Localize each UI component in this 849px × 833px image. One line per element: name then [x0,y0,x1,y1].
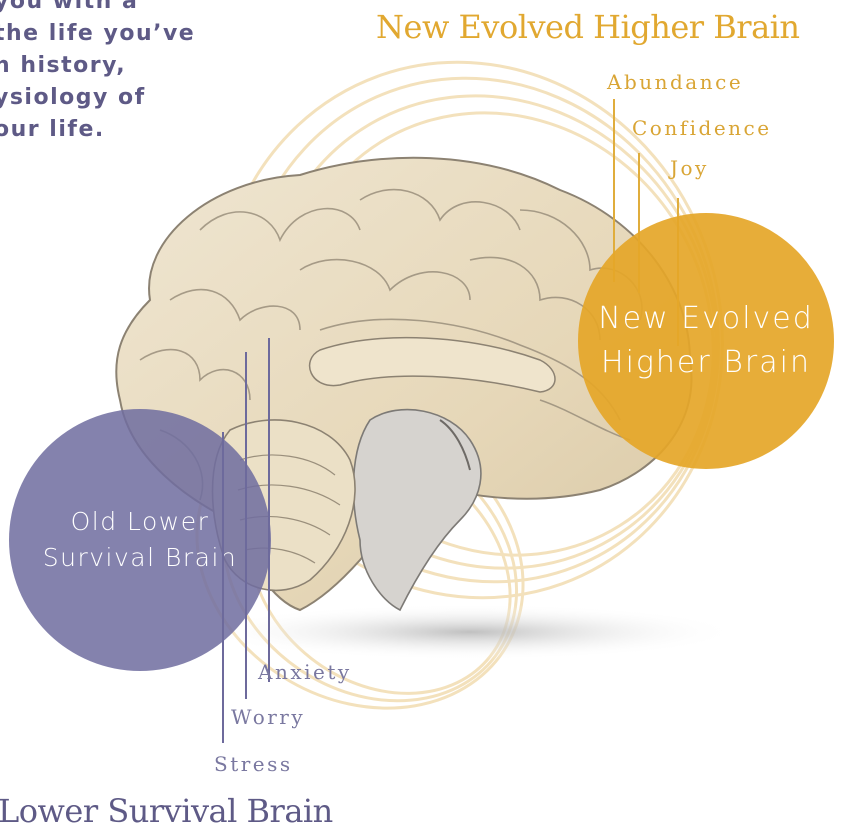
label-joy: Joy [670,156,709,180]
higher-brain-circle: New Evolved Higher Brain [578,213,834,469]
intro-line: the life you’ve [0,18,284,50]
intro-line: our life. [0,114,284,146]
lower-brain-title: Lower Survival Brain [0,792,333,830]
leader-line-anxiety [268,338,270,682]
higher-brain-title: New Evolved Higher Brain [376,8,799,46]
label-abundance: Abundance [607,70,743,94]
intro-line: n history, [0,50,284,82]
lower-circle-line2: Survival Brain [43,540,238,576]
label-confidence: Confidence [632,116,772,140]
intro-text: you with a the life you’ve n history, ys… [0,0,284,146]
label-worry: Worry [231,705,305,729]
higher-circle-line1: New Evolved [598,297,814,341]
leader-line-stress [222,432,224,743]
leader-line-worry [245,352,247,699]
lower-brain-circle: Old Lower Survival Brain [9,409,271,671]
lower-circle-line1: Old Lower [71,504,210,540]
brain-shadow [200,604,740,660]
label-stress: Stress [214,752,293,776]
intro-line: ysiology of [0,82,284,114]
intro-line: you with a [0,0,284,18]
label-anxiety: Anxiety [258,660,352,684]
higher-circle-line2: Higher Brain [601,341,811,385]
